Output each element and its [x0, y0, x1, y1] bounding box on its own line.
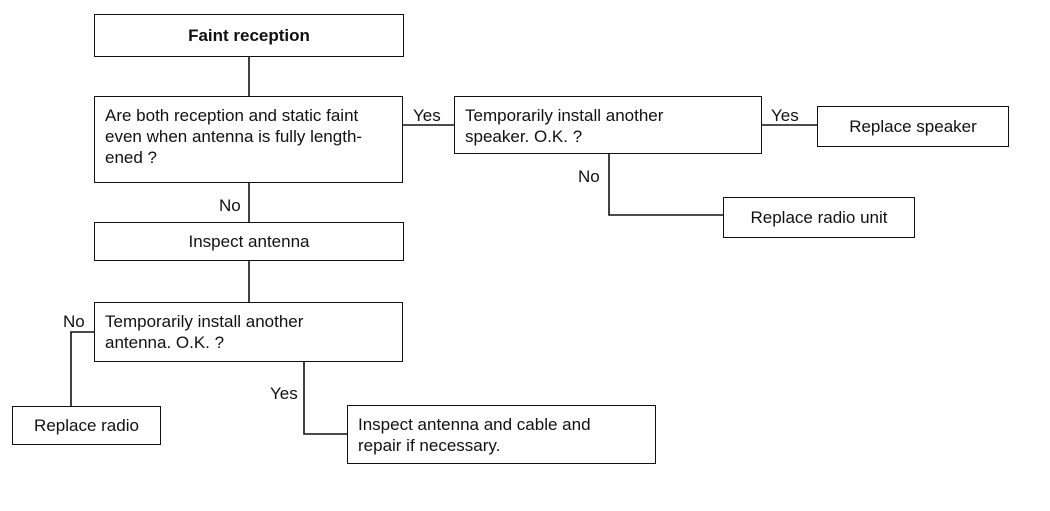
inspect-cable-box: Inspect antenna and cable and repair if … — [347, 405, 656, 464]
label-no-antenna: No — [63, 312, 85, 331]
decision-antenna-line2: antenna. O.K. ? — [105, 333, 225, 352]
decision-box-antenna: Temporarily install another antenna. O.K… — [94, 302, 403, 362]
inspect-cable-line1: Inspect antenna and cable and — [358, 415, 591, 434]
decision-reception-line2: even when antenna is fully length- — [105, 127, 363, 146]
replace-speaker-box: Replace speaker — [817, 106, 1009, 147]
label-no-reception: No — [219, 196, 241, 215]
label-yes-speaker: Yes — [771, 106, 799, 125]
inspect-antenna-box: Inspect antenna — [94, 222, 404, 261]
decision-antenna-line1: Temporarily install another — [105, 312, 304, 331]
replace-radio-unit-label: Replace radio unit — [750, 208, 888, 227]
decision-box-reception: Are both reception and static faint even… — [94, 96, 403, 183]
connector-q3-no — [70, 331, 94, 406]
connector-q3-yes — [303, 362, 347, 435]
label-yes-antenna: Yes — [270, 384, 298, 403]
inspect-cable-line2: repair if necessary. — [358, 436, 501, 455]
start-box: Faint reception — [94, 14, 404, 57]
replace-radio-box: Replace radio — [12, 406, 161, 445]
decision-box-speaker: Temporarily install another speaker. O.K… — [454, 96, 762, 154]
decision-speaker-line2: speaker. O.K. ? — [465, 127, 583, 146]
start-label: Faint reception — [188, 26, 310, 45]
replace-radio-unit-box: Replace radio unit — [723, 197, 915, 238]
label-no-speaker: No — [578, 167, 600, 186]
label-yes-reception: Yes — [413, 106, 441, 125]
inspect-antenna-label: Inspect antenna — [188, 232, 310, 251]
connector-q2-no — [608, 154, 723, 216]
decision-speaker-line1: Temporarily install another — [465, 106, 664, 125]
decision-reception-line1: Are both reception and static faint — [105, 106, 359, 125]
replace-speaker-label: Replace speaker — [849, 117, 977, 136]
replace-radio-label: Replace radio — [34, 416, 139, 435]
decision-reception-line3: ened ? — [105, 148, 157, 167]
